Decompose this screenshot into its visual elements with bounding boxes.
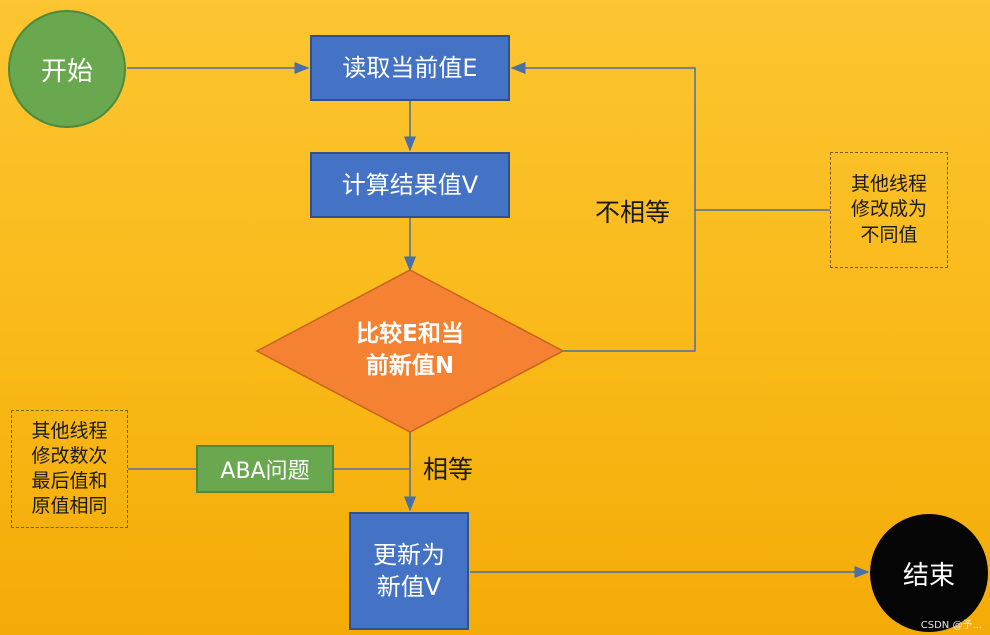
start-node: 开始: [8, 10, 126, 128]
not-equal-label: 不相等: [595, 198, 671, 227]
watermark: CSDN @予...: [920, 620, 982, 631]
other-thread-reverted-note: 其他线程 修改数次 最后值和 原值相同: [11, 410, 128, 528]
read-current-value-step: 读取当前值E: [310, 35, 510, 101]
end-node: 结束: [870, 514, 988, 632]
other-thread-changed-note: 其他线程 修改成为 不同值: [830, 152, 948, 268]
update-value-step: 更新为 新值V: [349, 512, 469, 630]
equal-label: 相等: [423, 455, 474, 484]
compare-decision-label: 比较E和当 前新值N: [356, 321, 464, 380]
compute-result-step: 计算结果值V: [310, 152, 510, 218]
aba-problem-box: ABA问题: [196, 445, 334, 493]
compare-decision-shape: [255, 269, 565, 433]
